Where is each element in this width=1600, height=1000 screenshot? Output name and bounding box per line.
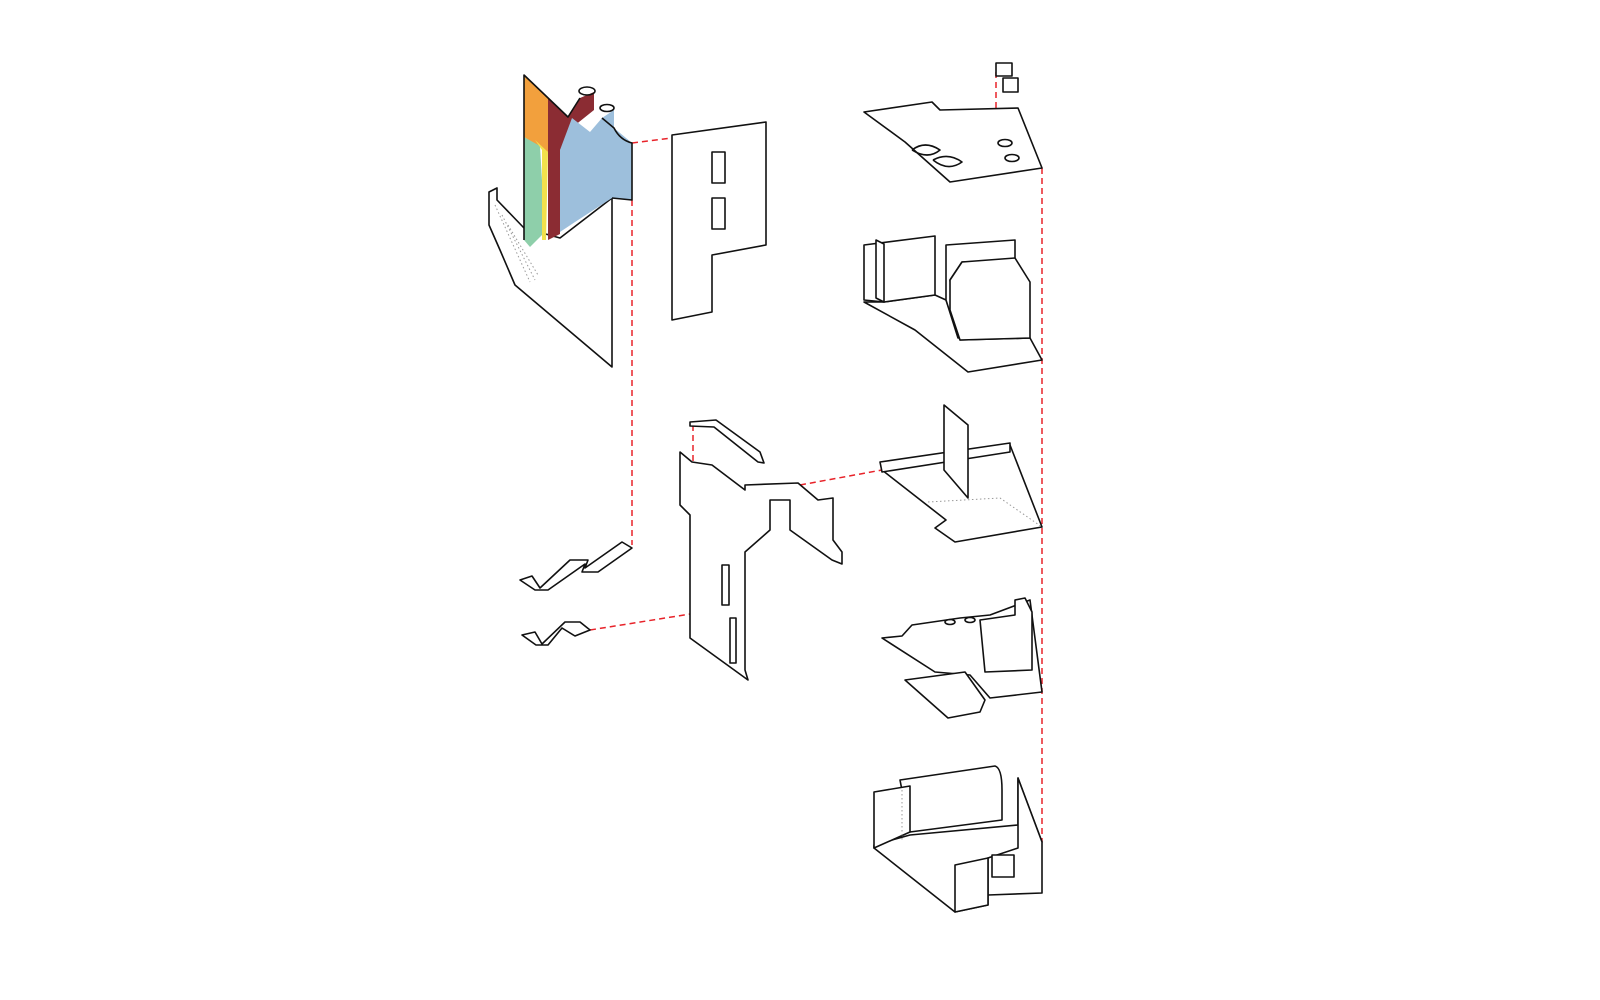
ramp — [904, 671, 986, 719]
frame-opening — [721, 564, 730, 606]
roof-vent-cylinder — [995, 62, 1013, 77]
wall — [863, 235, 936, 303]
level-3 — [879, 404, 1043, 543]
roof-level — [863, 62, 1043, 183]
facade-panel — [671, 121, 767, 321]
roof-opening — [997, 138, 1013, 148]
green-volume — [524, 137, 545, 247]
partition-wall — [943, 404, 969, 499]
maroon-pipe-cap — [578, 86, 596, 96]
floor-plates-stack — [863, 62, 1043, 913]
roof-vent-cylinder — [1002, 77, 1019, 93]
shaft-outline — [523, 74, 633, 240]
yellow-strip — [535, 140, 548, 240]
orange-volume — [524, 75, 548, 152]
connector-line — [631, 137, 673, 144]
core-block — [979, 597, 1033, 673]
stair-flights — [519, 541, 633, 646]
roof-opening — [1004, 153, 1020, 163]
window-opening — [711, 151, 726, 184]
level-4 — [863, 235, 1043, 373]
floor-opening — [964, 616, 976, 624]
frame-wall — [679, 451, 843, 681]
maroon-volume — [548, 92, 594, 240]
wall — [875, 239, 885, 303]
wall — [954, 857, 989, 913]
structural-frame — [679, 419, 843, 681]
stair-flight-upper — [519, 541, 633, 591]
roof-slab — [863, 101, 1043, 183]
window-opening — [991, 854, 1015, 878]
connector-line — [589, 607, 729, 631]
roof-opening — [911, 144, 963, 168]
window-opening — [711, 197, 726, 230]
wall — [873, 785, 911, 849]
level-1 — [873, 765, 1043, 913]
room-enclosure — [949, 257, 1031, 341]
connector-lines — [589, 72, 1043, 842]
blue-volume — [560, 110, 632, 232]
connector-line — [799, 469, 883, 486]
hidden-edge — [927, 497, 1043, 528]
level-2 — [881, 597, 1043, 719]
colored-shaft-assembly — [488, 74, 633, 368]
wall — [899, 765, 1003, 833]
stair-flight-lower — [521, 621, 591, 646]
canopy-fin — [689, 419, 765, 464]
blue-pipe-cap — [599, 103, 615, 113]
floor-opening — [944, 618, 956, 626]
stair-hatch — [494, 204, 539, 283]
frame-opening — [729, 617, 737, 664]
